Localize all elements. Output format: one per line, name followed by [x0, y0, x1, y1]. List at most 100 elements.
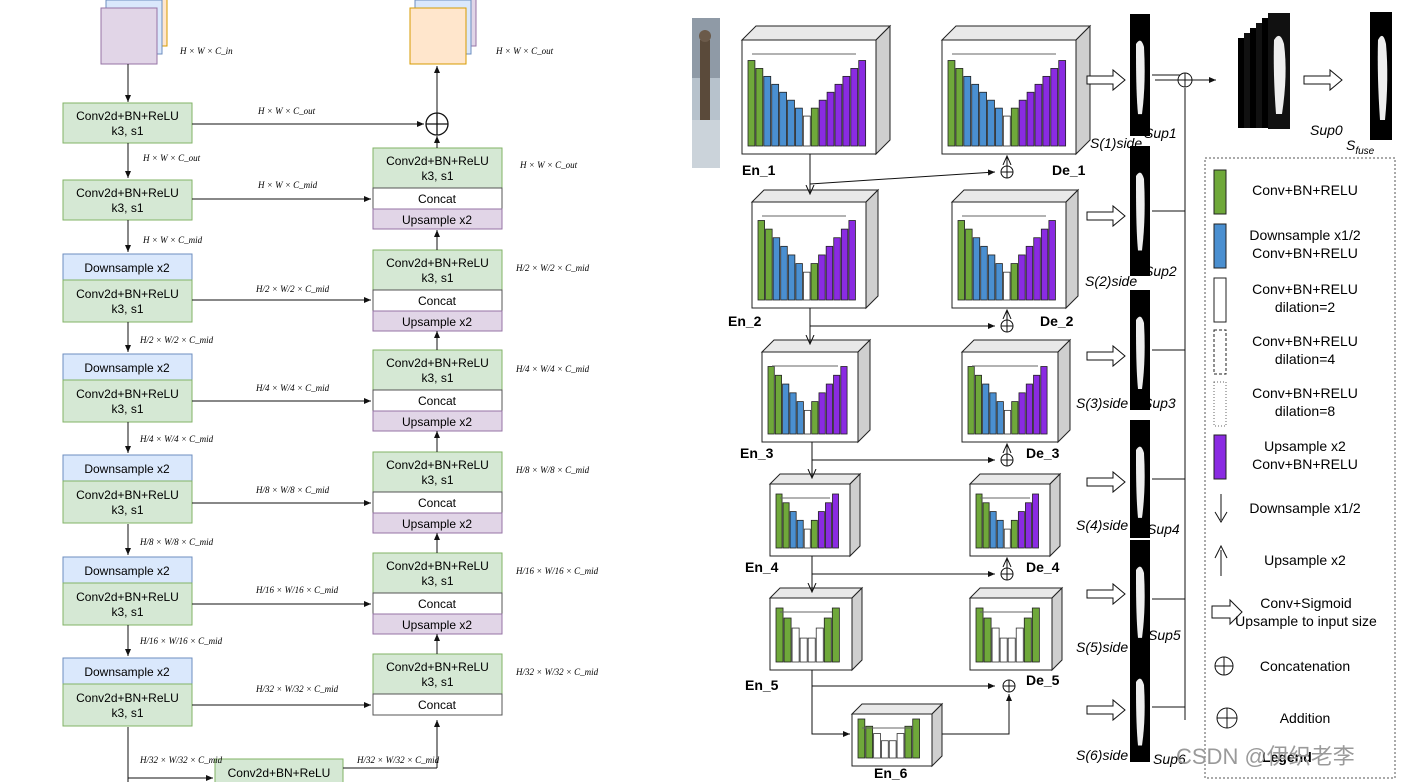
cube-de2-top [950, 189, 1080, 203]
cube-de5-bar-3 [999, 637, 1008, 663]
cube-en6 [850, 702, 944, 768]
cube-en2-bar-4 [787, 254, 796, 301]
downsample-box [62, 454, 193, 482]
concat-circle-4 [1000, 567, 1014, 581]
cube-de4-bar-1 [982, 502, 990, 549]
cube-en3-bar-6 [811, 401, 819, 435]
cube-de3-bar-5 [1004, 409, 1012, 435]
cube-en4-bar-4 [803, 528, 811, 549]
cube-de3-bar-2 [982, 383, 990, 435]
cube-de4-bar-2 [989, 511, 997, 549]
cube-de2-bar-1 [965, 228, 973, 301]
cube-en6-side [931, 702, 943, 768]
concat-label: Concat [418, 597, 457, 611]
dim-label-16: H/2 × W/2 × C_mid [515, 263, 590, 273]
fuse-connections [1155, 68, 1343, 720]
cube-en6-bar-0 [857, 718, 866, 759]
sup0-label: Sup0 [1310, 122, 1343, 138]
cube-de5-bar-2 [991, 627, 1000, 663]
cube-en6-top [850, 703, 944, 715]
dim-label-5: H × W × C_mid [142, 235, 203, 245]
cube-en1-bar-1 [755, 68, 764, 147]
cube-en1-bar-4 [779, 91, 787, 147]
legend-item-10: Concatenation [1214, 656, 1350, 676]
cube-en5-bar-2 [791, 627, 800, 663]
cube-en5 [768, 586, 864, 672]
hollow-arrow-icon [1211, 598, 1243, 626]
dec-conv-rect [372, 349, 503, 391]
cube-en2-bar-6 [803, 271, 811, 301]
cube-en2-bar-3 [780, 245, 788, 301]
cube-de1-bar-11 [1034, 83, 1043, 147]
dim-label-15: H/16 × W/16 × C_mid [139, 636, 223, 646]
hollow-arrow-icon [1086, 204, 1126, 228]
cube-de3-bar-8 [1025, 383, 1033, 435]
cube-en5-side [851, 586, 863, 672]
cube-en3-bar-1 [774, 374, 782, 435]
cube-en4-bar-5 [810, 519, 818, 549]
side-output-3 [1086, 290, 1185, 410]
concat-label: Concat [418, 294, 457, 308]
cube-en5-bar-5 [815, 627, 824, 663]
downsample-label: Downsample x2 [84, 261, 170, 275]
cube-de1-bar-1 [955, 68, 964, 147]
legend-text-7: Downsample x1/2 [1249, 500, 1360, 516]
cube-en6-bar-4 [888, 740, 897, 759]
cube-en2-bar-2 [772, 237, 781, 301]
cube-de3-bar-10 [1040, 366, 1048, 435]
dim-label-9: H/8 × W/8 × C_mid [255, 485, 330, 495]
downsample-box [62, 657, 193, 685]
legend-text-10: Concatenation [1260, 658, 1350, 674]
cube-en4-side [849, 472, 861, 558]
enc-conv-rect [62, 279, 193, 323]
dim-label-6: H × W × C_out [519, 160, 578, 170]
en5-to-en6 [811, 670, 850, 737]
downsample-label: Downsample x2 [84, 462, 170, 476]
legend-text-11: Addition [1280, 710, 1331, 726]
upsample-label: Upsample x2 [402, 315, 472, 329]
cube-en1-bar-11 [834, 83, 843, 147]
cube-de2-bar-10 [1033, 237, 1041, 301]
decoder-label-2: De_2 [1040, 313, 1074, 329]
decoder-label-5: De_5 [1026, 672, 1060, 688]
dim-label-1: H × W × C_out [495, 46, 554, 56]
up-arrow-icon [1214, 544, 1228, 576]
cube-en2-bar-8 [818, 254, 826, 301]
enc-conv-line2: k3, s1 [111, 503, 143, 517]
cube-de2-bar-7 [1010, 263, 1018, 301]
cube-en5-bar-0 [775, 607, 784, 663]
cube-en6-bar-7 [912, 718, 920, 759]
bottom-block-label: Conv2d+BN+ReLU [228, 766, 331, 780]
sup-label-6: Sup6 [1153, 751, 1186, 767]
enc-conv-line1: Conv2d+BN+ReLU [76, 488, 179, 502]
cube-en1-top [740, 25, 892, 41]
encoder-label-1: En_1 [742, 162, 776, 178]
side-output-1 [1086, 14, 1185, 136]
dim-label-11: H/32 × W/32 × C_mid [255, 684, 339, 694]
cube-en3-bar-8 [825, 383, 833, 435]
silhouette [1136, 446, 1145, 518]
cube-en2-bar-5 [795, 263, 803, 301]
downsample-label: Downsample x2 [84, 564, 170, 578]
cube-de4 [968, 472, 1062, 558]
cube-de1-bar-5 [987, 99, 995, 147]
sup-label-2: Sup2 [1144, 263, 1177, 279]
legend-item-11: Addition [1216, 707, 1331, 729]
decoder-label-3: De_3 [1026, 445, 1060, 461]
enc-conv-line1: Conv2d+BN+ReLU [76, 691, 179, 705]
hollow-arrow-icon [1086, 344, 1126, 368]
addition-icon [425, 112, 449, 136]
concat-label: Concat [418, 698, 457, 712]
dim-label-20: H/32 × W/32 × C_mid [515, 667, 599, 677]
